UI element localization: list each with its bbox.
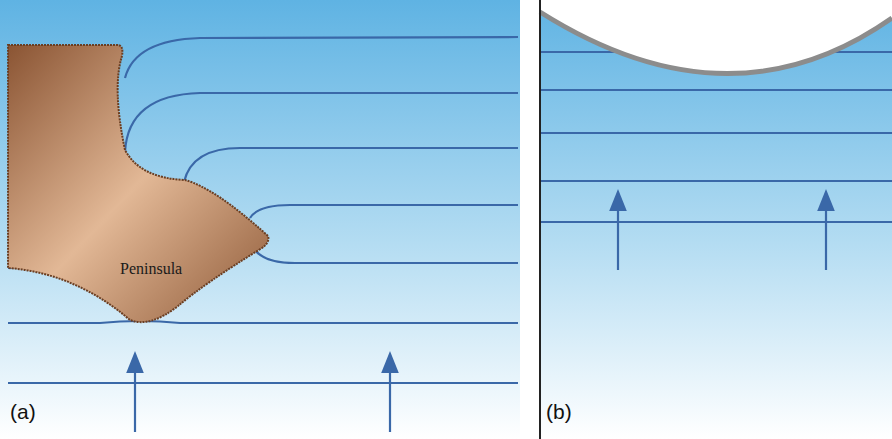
sea-panel bbox=[0, 0, 520, 439]
panel-border bbox=[539, 0, 541, 439]
wave-fronts bbox=[8, 37, 518, 383]
peninsula-landmass: Peninsula bbox=[0, 38, 280, 333]
peninsula-shape bbox=[0, 38, 280, 333]
panel-label: (b) bbox=[546, 400, 572, 424]
propagation-arrows bbox=[135, 362, 390, 432]
region-name: Peninsula bbox=[120, 260, 182, 278]
curved-shore bbox=[540, 0, 892, 74]
panel-label: (a) bbox=[10, 400, 36, 424]
sea-panel bbox=[540, 0, 892, 439]
propagation-arrows bbox=[618, 200, 826, 270]
wave-fronts bbox=[540, 52, 892, 222]
shoreline bbox=[540, 12, 892, 74]
